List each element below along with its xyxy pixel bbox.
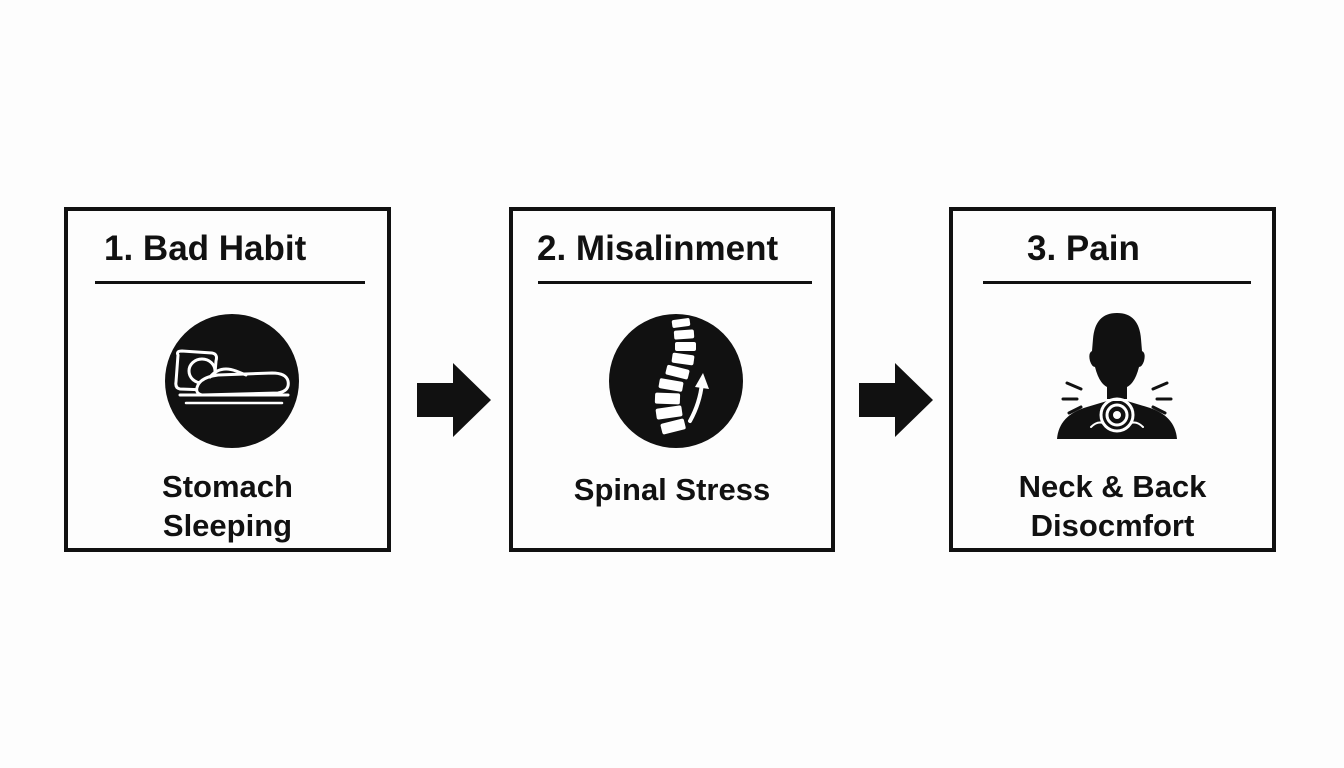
title-divider [95,281,365,284]
step-label-line1: Stomach [162,469,293,504]
title-divider [538,281,812,284]
step-label-line2: Sleeping [162,508,293,543]
title-divider [983,281,1251,284]
step-title: 3. Pain [1027,229,1140,268]
step-box-pain: 3. Pain [949,207,1276,552]
step-label: Neck & Back Disocmfort [953,467,1272,545]
step-label-line2: Disocmfort [1030,508,1195,543]
step-box-bad-habit: 1. Bad Habit Stomach Sleeping [64,207,391,552]
spine-stress-icon [606,311,746,451]
step-title: 2. Misalinment [537,229,779,268]
step-box-misalignment: 2. Misalinment [509,207,835,552]
arrow-right-icon [415,361,493,439]
stomach-sleeping-icon [162,311,302,451]
step-label-line1: Spinal Stress [573,472,771,507]
step-label-line1: Neck & Back [1018,469,1207,504]
step-label: Spinal Stress [513,470,831,509]
neck-pain-icon [1047,311,1187,451]
step-label: Stomach Sleeping [68,467,387,545]
step-title: 1. Bad Habit [104,229,307,268]
arrow-right-icon [857,361,935,439]
